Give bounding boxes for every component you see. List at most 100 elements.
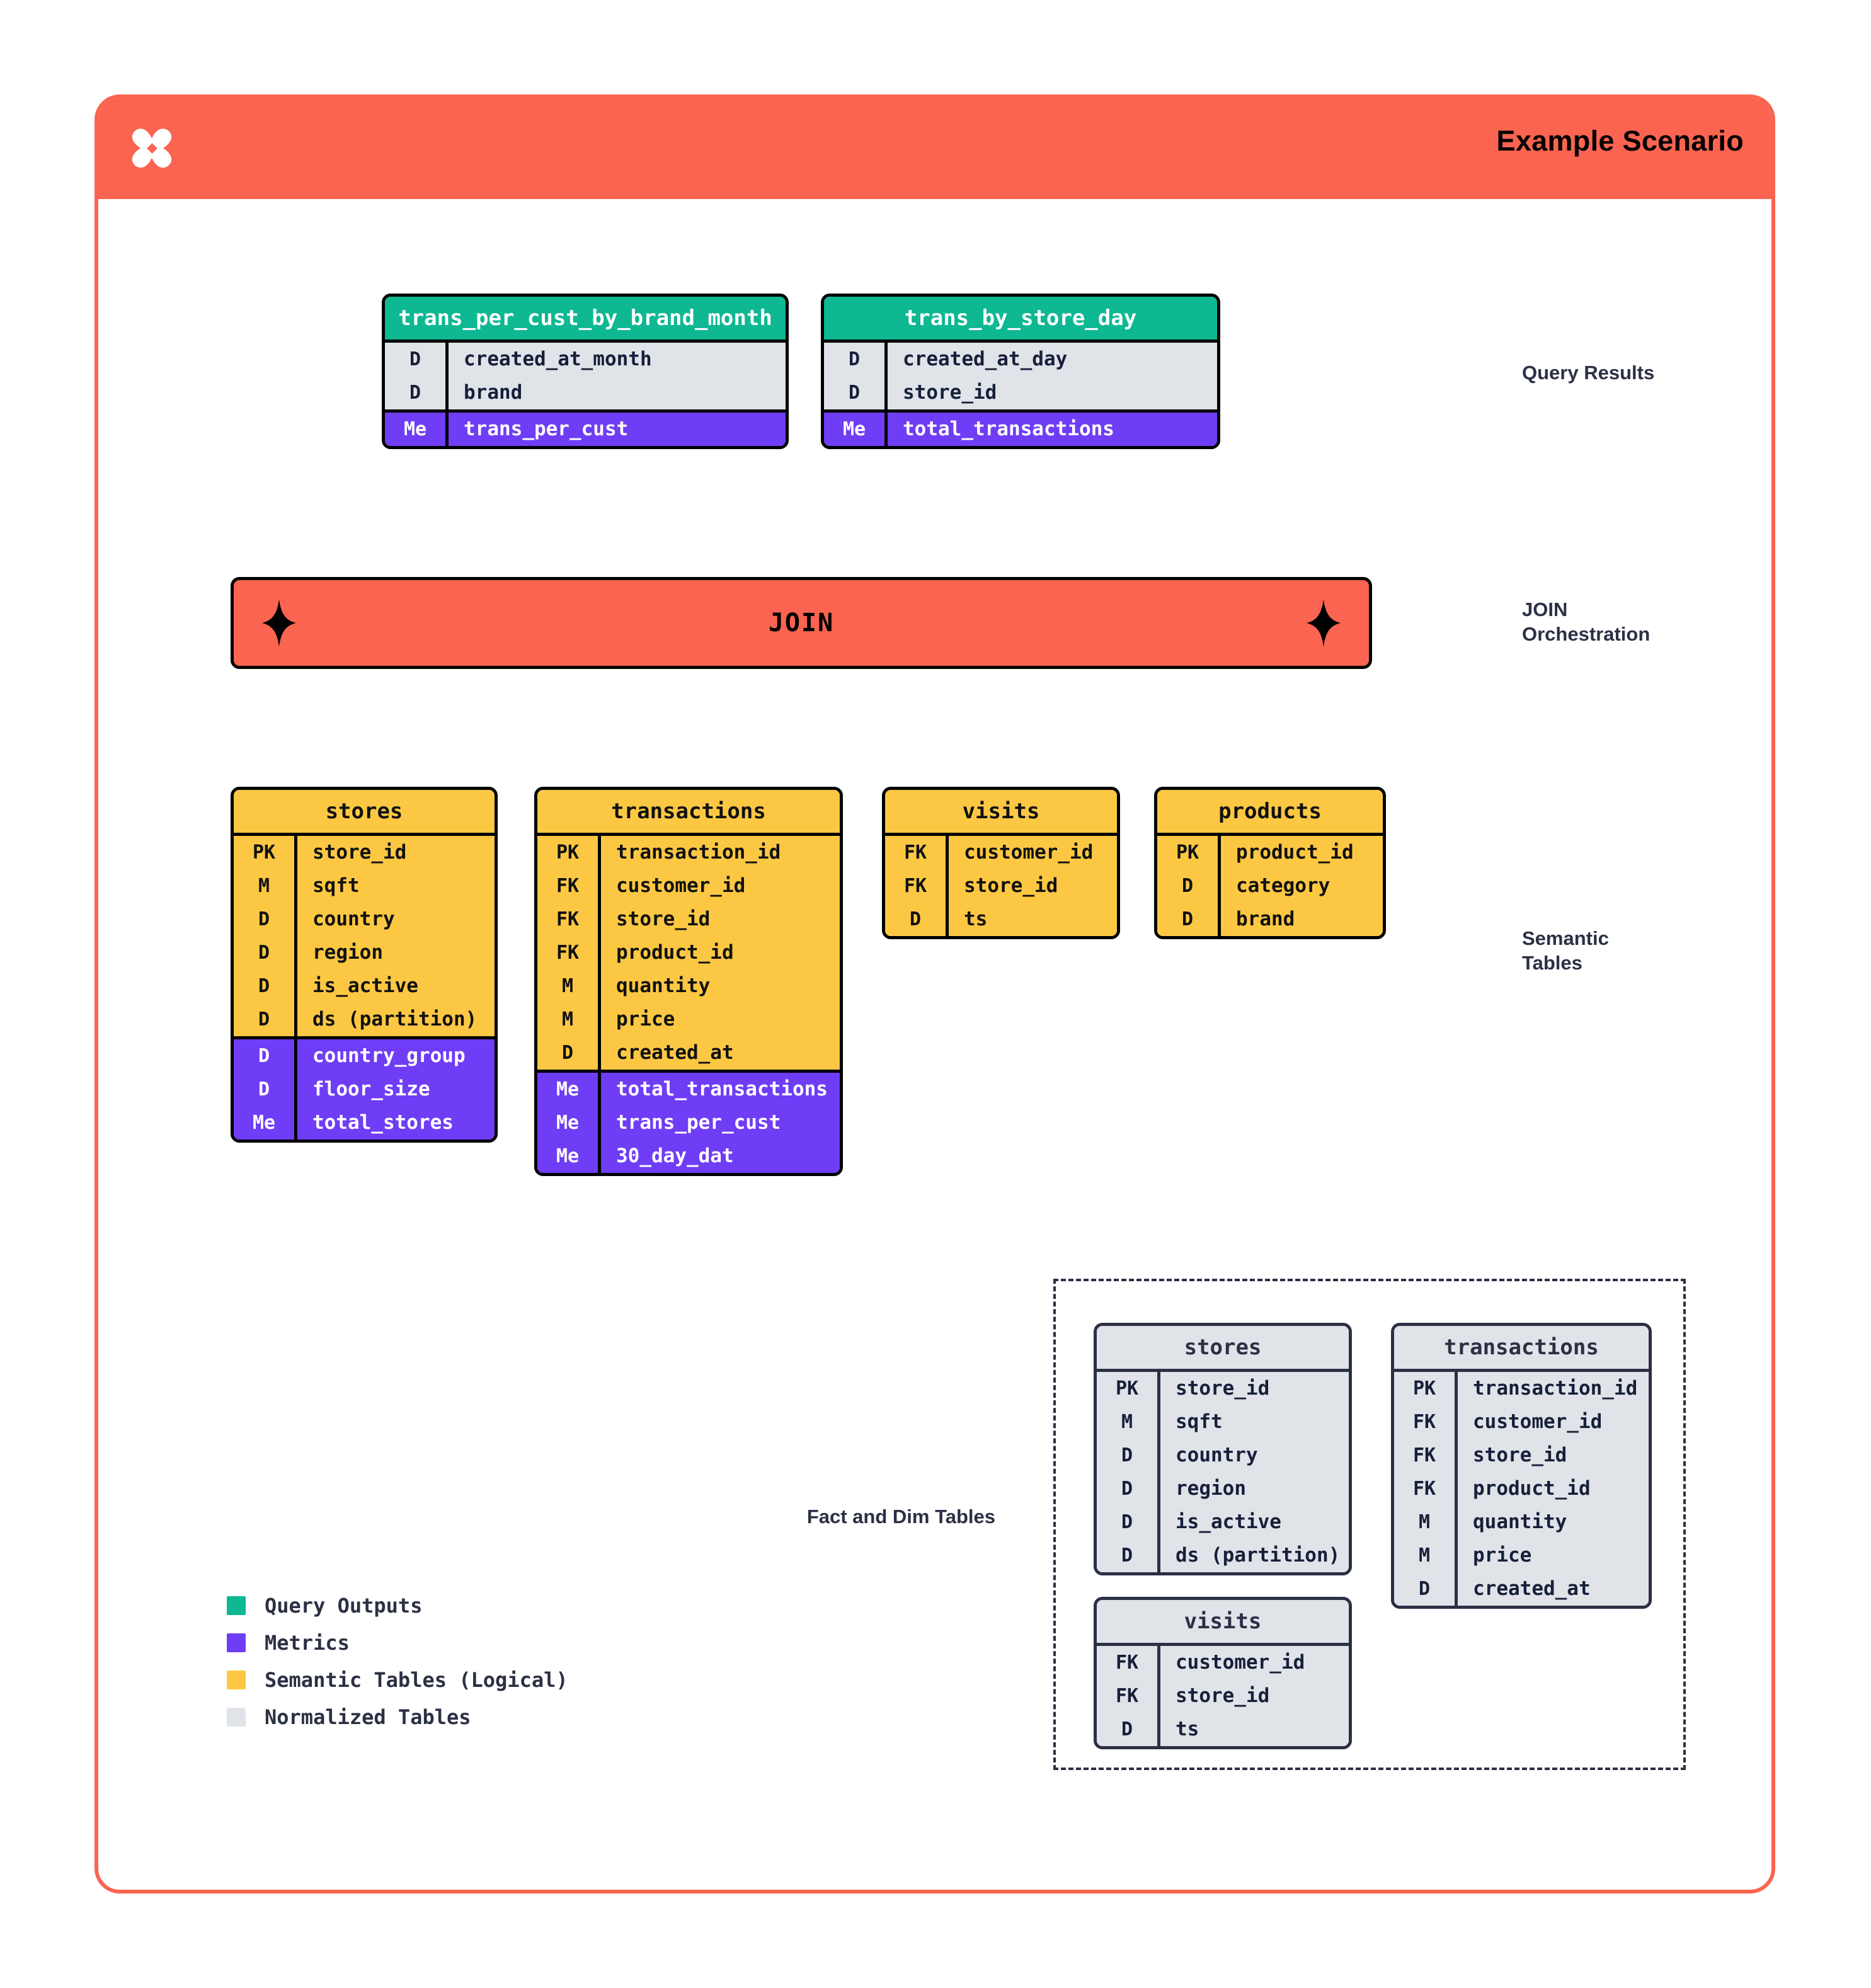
row-field: trans_per_cust xyxy=(598,1106,840,1140)
row-field: store_id xyxy=(1455,1439,1649,1472)
row-kind: M xyxy=(1418,1511,1431,1533)
row-kind: D xyxy=(258,1078,270,1100)
table-row: Me trans_per_cust xyxy=(537,1106,840,1140)
row-kind: M xyxy=(258,874,270,897)
annotation-fact-and-dim: Fact and Dim Tables xyxy=(661,1504,995,1529)
row-kind: FK xyxy=(1115,1651,1139,1674)
table-header: trans_by_store_day xyxy=(824,297,1217,340)
row-kind: FK xyxy=(1412,1444,1436,1466)
row-field: total_stores xyxy=(294,1106,495,1140)
query-result-card-1[interactable]: trans_by_store_day D created_at_day D st… xyxy=(821,294,1220,449)
annotation-semantic-tables: Semantic Tables xyxy=(1522,926,1609,975)
row-field: price xyxy=(1455,1539,1649,1572)
row-kind: PK xyxy=(252,841,276,864)
table-row: D created_at_month xyxy=(385,343,786,376)
table-row: Me total_transactions xyxy=(824,413,1217,446)
row-field: brand xyxy=(445,376,786,409)
row-field: product_id xyxy=(1218,836,1383,869)
row-kind: D xyxy=(1121,1511,1133,1533)
row-field: ts xyxy=(1157,1713,1349,1746)
table-header: stores xyxy=(234,790,495,833)
table-header: stores xyxy=(1097,1326,1349,1369)
row-field: ds (partition) xyxy=(1157,1539,1349,1572)
row-field: trans_per_cust xyxy=(445,413,786,446)
row-field: total_transactions xyxy=(884,413,1217,446)
fact-dim-group-box xyxy=(1053,1279,1686,1770)
row-field: is_active xyxy=(1157,1505,1349,1539)
row-field: transaction_id xyxy=(598,836,840,869)
row-field: store_id xyxy=(946,869,1117,903)
row-field: quantity xyxy=(598,969,840,1003)
query-result-card-0[interactable]: trans_per_cust_by_brand_month D created_… xyxy=(382,294,789,449)
row-kind: D xyxy=(258,974,270,997)
sparkle-icon xyxy=(261,599,297,647)
row-kind: Me xyxy=(556,1111,580,1134)
annotation-label-line1: Semantic xyxy=(1522,927,1609,949)
table-row: FK store_id xyxy=(885,869,1117,903)
row-kind: FK xyxy=(903,874,927,897)
row-kind: Me xyxy=(252,1111,276,1134)
table-row: FK store_id xyxy=(1394,1439,1649,1472)
join-orchestration-bar[interactable]: JOIN xyxy=(231,577,1372,669)
legend-item: Metrics xyxy=(227,1631,568,1655)
row-kind: FK xyxy=(1115,1684,1139,1707)
row-kind: D xyxy=(258,1008,270,1031)
row-kind: D xyxy=(258,908,270,930)
row-field: customer_id xyxy=(1455,1405,1649,1439)
row-kind: D xyxy=(1121,1477,1133,1500)
row-kind: PK xyxy=(1412,1377,1436,1400)
row-kind: Me xyxy=(403,418,427,440)
row-field: region xyxy=(1157,1472,1349,1505)
row-kind: FK xyxy=(556,874,580,897)
dimension-rows: D created_at_day D store_id xyxy=(824,340,1217,409)
row-kind: D xyxy=(258,941,270,964)
join-label: JOIN xyxy=(768,608,835,637)
row-field: country_group xyxy=(294,1039,495,1073)
metric-rows: Me total_transactions xyxy=(824,409,1217,446)
row-field: ds (partition) xyxy=(294,1003,495,1036)
table-header: visits xyxy=(1097,1600,1349,1643)
row-kind: D xyxy=(561,1041,574,1064)
row-field: created_at_day xyxy=(884,343,1217,376)
row-field: 30_day_dat xyxy=(598,1140,840,1173)
row-field: customer_id xyxy=(1157,1646,1349,1679)
row-field: store_id xyxy=(884,376,1217,409)
legend-label: Query Outputs xyxy=(265,1594,423,1618)
row-field: store_id xyxy=(1157,1372,1349,1405)
legend-swatch-metrics xyxy=(227,1633,246,1652)
row-kind: D xyxy=(409,348,421,370)
table-row: Me trans_per_cust xyxy=(385,413,786,446)
row-kind: D xyxy=(848,381,861,404)
